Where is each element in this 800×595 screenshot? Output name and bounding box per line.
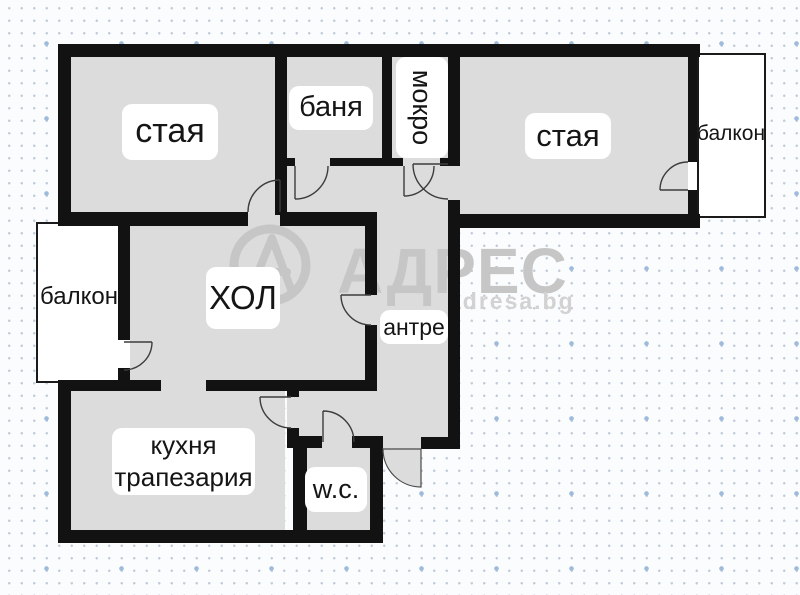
wall-middle-b [280, 212, 377, 226]
door-arc-living-room [340, 294, 372, 326]
door-arc-bathroom [294, 165, 329, 200]
wall-bath-bottom-b [330, 158, 403, 166]
door-arc-wc [322, 410, 355, 443]
door-arc-top-left-room [247, 179, 281, 213]
door-arc-wet-room [403, 165, 435, 197]
wall-kitchen-right-a [287, 380, 299, 397]
room-fill-corridor-strip [287, 166, 448, 212]
wall-room1-bath-divider [275, 44, 287, 215]
door-gap-balcony-right [688, 162, 697, 190]
passage-gap-kitchen [161, 380, 206, 391]
door-gap-bathroom [295, 158, 330, 166]
room-label-text: ХОЛ [209, 278, 277, 316]
door-gap-kitchen [287, 397, 299, 428]
balcony-right-area [697, 53, 766, 218]
room-label-hallway: антре [380, 310, 448, 344]
door-gap-living-room [365, 295, 377, 325]
room-label-text: антре [383, 313, 445, 340]
room-label-text: стая [536, 118, 600, 154]
wall-right-room-right-b [688, 190, 697, 228]
room-label-text: баня [299, 91, 363, 124]
door-gap-entrance [383, 437, 421, 449]
wall-outer-top [58, 44, 700, 57]
room-label-living-room: ХОЛ [206, 267, 280, 329]
room-label-kitchen: кухня трапезария [112, 428, 255, 495]
room-label-wet-room: мокро [396, 57, 448, 158]
wall-right-room-right-a [688, 44, 697, 162]
room-label-text: мокро [407, 69, 438, 146]
wall-wc-left [293, 436, 307, 543]
wall-hall-right-a [448, 44, 460, 164]
room-label-text: w.c. [312, 474, 360, 505]
door-arc-balcony-right [659, 161, 689, 191]
room-label-text: балкон [696, 122, 766, 146]
door-gap-wc [322, 436, 352, 448]
door-arc-entrance [382, 448, 422, 488]
wall-living-right-a [365, 212, 377, 295]
wall-hall-right-b [448, 200, 460, 449]
door-arc-top-right-room [412, 163, 449, 200]
wall-living-right-b [365, 325, 377, 391]
room-label-text: балкон [40, 283, 118, 311]
room-fill-hallway-lower [297, 391, 448, 437]
room-label-balcony-right: балкон [696, 120, 766, 148]
wall-outer-left-bottom [58, 380, 71, 543]
room-label-wc: w.c. [305, 467, 367, 512]
room-label-text-line2: трапезария [114, 461, 253, 492]
wall-balcony-left-divider-a [118, 212, 130, 340]
door-gap-top-right-room [448, 164, 460, 200]
door-arc-kitchen [259, 396, 292, 429]
wall-kitchen-top-a [58, 380, 161, 391]
room-label-balcony-left: балкон [39, 282, 119, 312]
door-gap-top-left-room [248, 212, 280, 226]
door-arc-balcony-left [123, 341, 153, 371]
room-label-text: стая [135, 112, 205, 151]
room-label-text-line1: кухня [150, 429, 217, 460]
room-label-top-left-room: стая [122, 104, 218, 160]
room-label-bathroom: баня [289, 86, 373, 130]
wall-bath-bottom-a [280, 158, 295, 166]
room-label-top-right-room: стая [525, 113, 611, 159]
wall-middle-a [58, 212, 248, 226]
door-gap-wet-room [403, 158, 440, 166]
door-gap-balcony-left [118, 340, 130, 368]
wall-balcony-left-divider-b [118, 368, 130, 391]
wall-right-room-bottom [448, 214, 700, 228]
wall-bath-wet-divider [382, 55, 392, 166]
wall-wc-right [370, 437, 383, 543]
wall-outer-left-top [58, 44, 71, 226]
